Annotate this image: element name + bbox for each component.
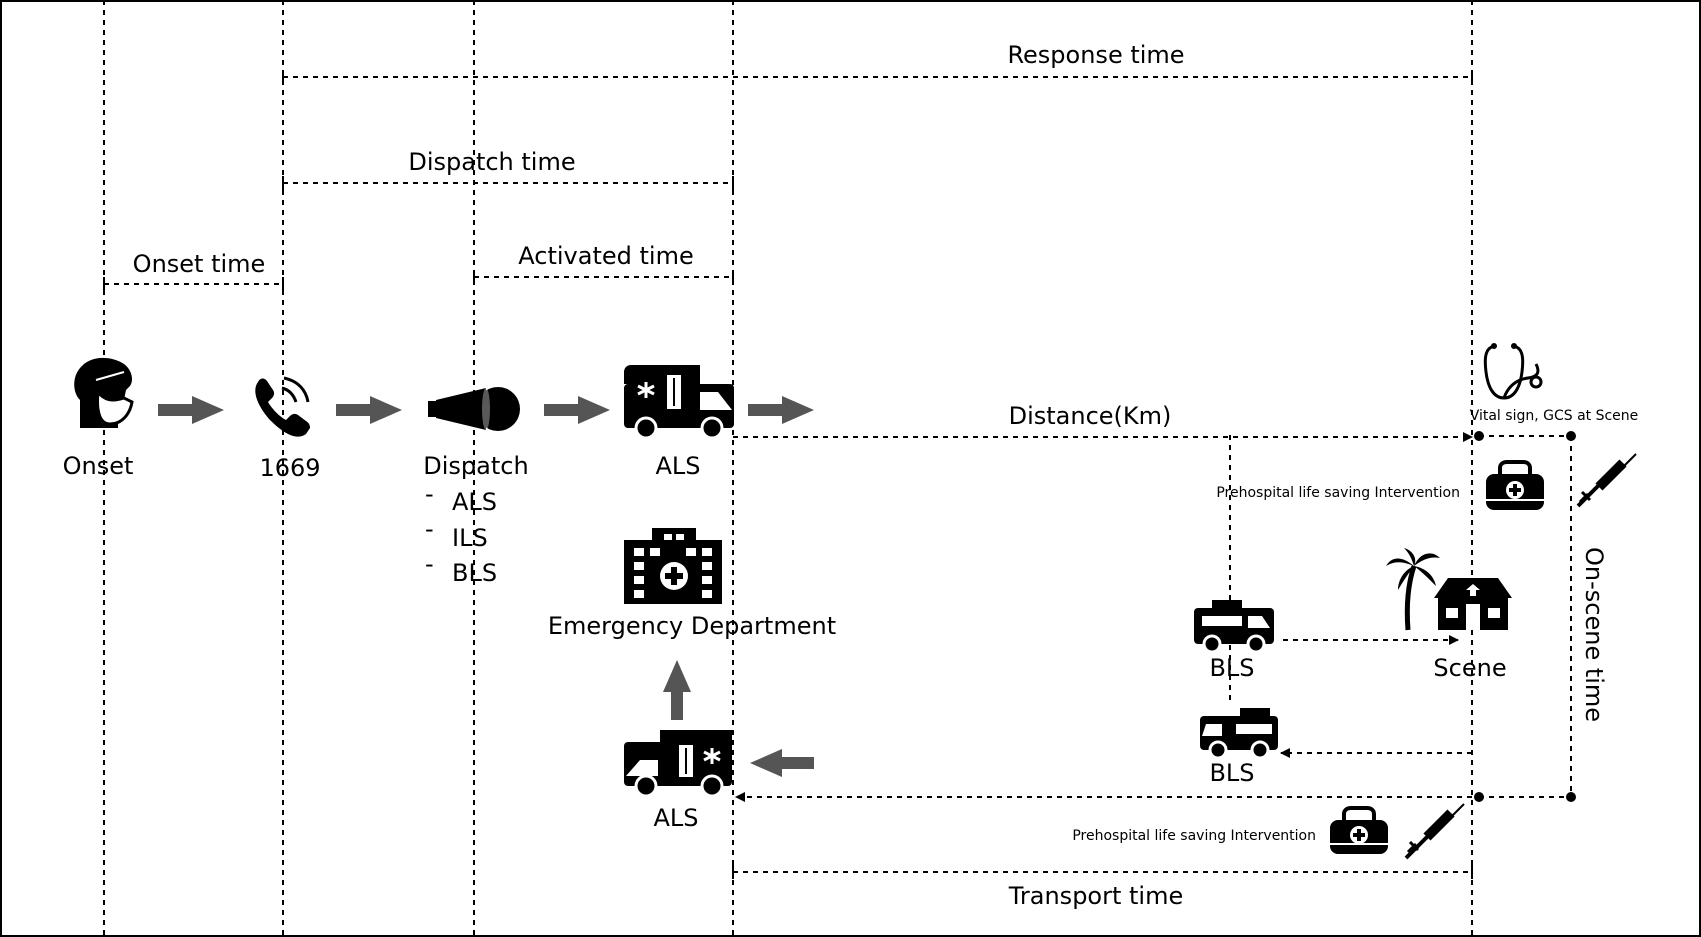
transport-interval: Transport time [732, 865, 1473, 910]
syringe-icon [1404, 803, 1465, 860]
als-top-label: ALS [655, 452, 700, 480]
phone-icon [255, 376, 310, 437]
dispatch-option-als: ALS [452, 488, 497, 516]
medical-bag-icon [1486, 460, 1544, 510]
person-mask-icon [74, 357, 134, 428]
response-time-label: Response time [1007, 41, 1184, 69]
megaphone-icon [428, 387, 520, 431]
als-bottom-label: ALS [653, 804, 698, 832]
syringe-icon [1576, 453, 1637, 508]
flow-arrow-als-ed [663, 660, 691, 720]
on-scene-time-label: On-scene time [1580, 547, 1608, 722]
dispatch-time-label: Dispatch time [408, 148, 575, 176]
onset-interval: Onset time [103, 250, 284, 291]
flow-arrow-call-dispatch [336, 396, 402, 424]
als-return-ambulance-icon [624, 730, 732, 798]
dispatch-options-list: - ALS - ILS - BLS [425, 480, 497, 587]
on-scene-interval: On-scene time [1474, 431, 1608, 802]
stethoscope-icon [1483, 343, 1543, 400]
scene-label: Scene [1433, 654, 1506, 682]
dispatch-label: Dispatch [423, 452, 528, 480]
activated-interval: Activated time [473, 242, 734, 284]
dispatch-option-bls: BLS [452, 559, 497, 587]
activated-time-label: Activated time [518, 242, 693, 270]
flow-arrow-onset-call [158, 396, 224, 424]
flow-arrow-als-out [748, 396, 814, 424]
vital-sign-label: Vital sign, GCS at Scene [1470, 408, 1639, 424]
vertical-guides [103, 0, 1572, 937]
intervention-top-label: Prehospital life saving Intervention [1216, 485, 1460, 501]
dispatch-interval: Dispatch time [282, 148, 734, 190]
dispatch-option-bullet: - [425, 515, 434, 543]
onset-time-label: Onset time [133, 250, 266, 278]
als-ambulance-icon [624, 365, 734, 440]
call-number-label: 1669 [259, 454, 320, 482]
house-icon [1434, 578, 1512, 630]
emergency-department-label: Emergency Department [548, 612, 836, 640]
response-interval: Response time [282, 41, 1473, 84]
bls-return-van-icon [1200, 708, 1278, 760]
intervention-bottom-label: Prehospital life saving Intervention [1072, 828, 1316, 844]
dispatch-option-ils: ILS [452, 524, 488, 552]
flow-arrow-dispatch-als [544, 396, 610, 424]
palm-tree-icon [1386, 548, 1440, 631]
bls-bottom-label: BLS [1209, 759, 1254, 787]
bls-van-icon [1194, 600, 1274, 654]
flow-arrow-return-als [750, 749, 814, 777]
distance-label: Distance(Km) [1009, 402, 1172, 430]
dispatch-option-bullet: - [425, 550, 434, 578]
bls-top-label: BLS [1209, 654, 1254, 682]
distance-interval: Distance(Km) [733, 402, 1473, 442]
transport-time-label: Transport time [1008, 882, 1183, 910]
hospital-icon [624, 528, 722, 604]
dispatch-option-bullet: - [425, 480, 434, 508]
medical-bag-icon [1330, 806, 1388, 854]
onset-label: Onset [63, 452, 134, 480]
